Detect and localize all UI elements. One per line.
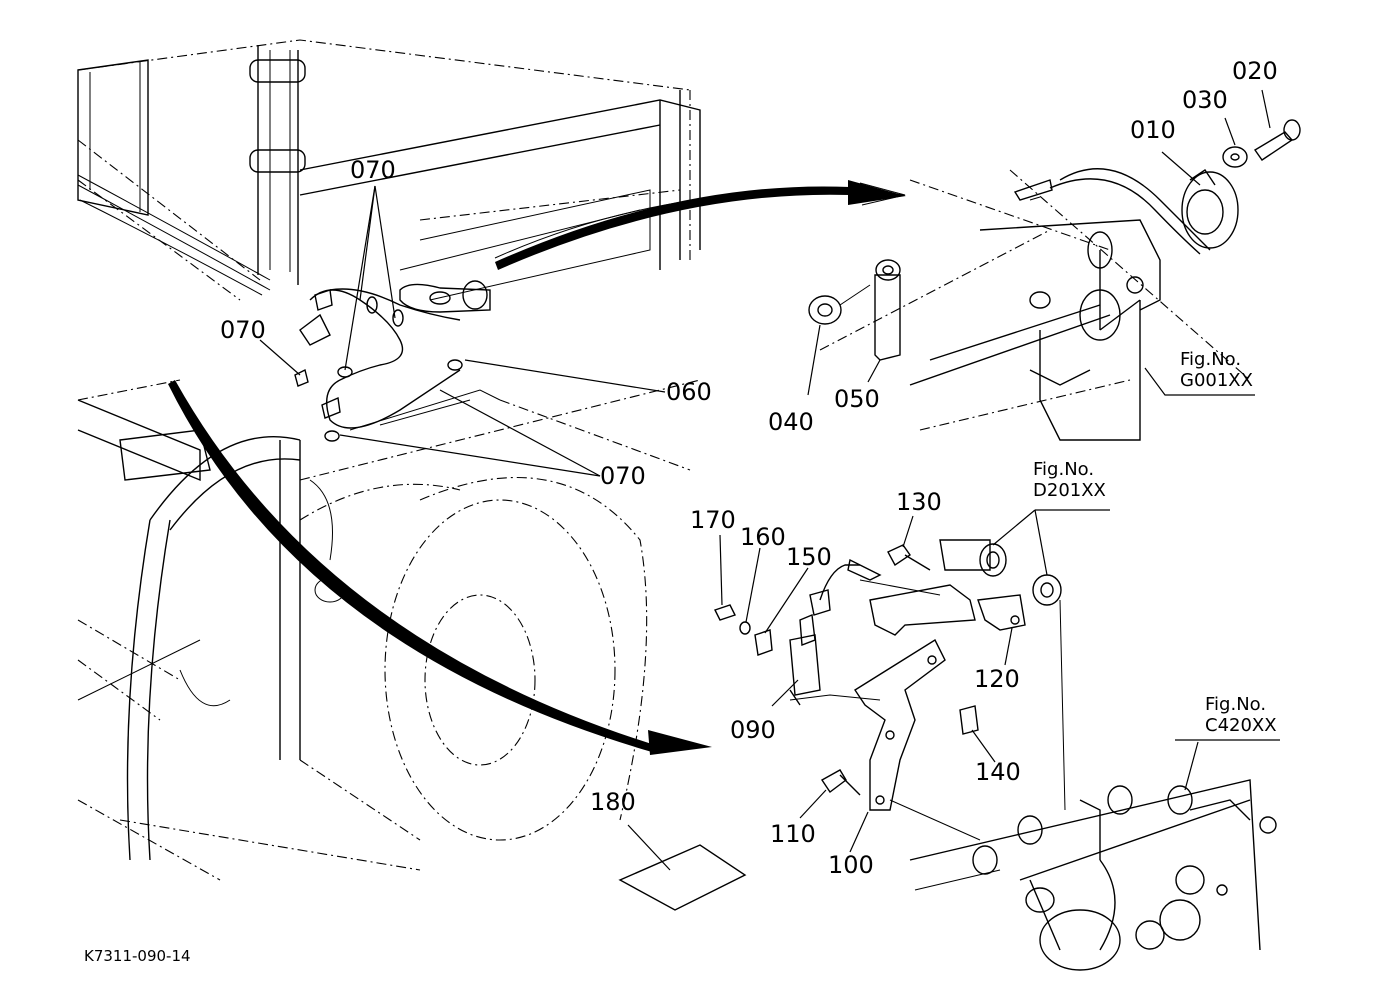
part-label-020: 020 — [1232, 57, 1278, 85]
part-label-030: 030 — [1182, 86, 1228, 114]
figure-caption: Fig.No. — [1033, 459, 1095, 480]
part-label-110: 110 — [770, 820, 816, 848]
figure-number: D201XX — [1033, 479, 1106, 501]
part-label-150: 150 — [786, 543, 832, 571]
part-label-160: 160 — [740, 523, 786, 551]
part-label-050: 050 — [834, 385, 880, 413]
leader-lines — [259, 89, 1280, 871]
figure-number: C420XX — [1205, 714, 1277, 736]
part-label-100: 100 — [828, 851, 874, 879]
part-label-170: 170 — [690, 506, 736, 534]
figure-reference-d201: Fig.No. D201XX — [1033, 459, 1106, 501]
part-label-070: 070 — [600, 462, 646, 490]
part-label-090: 090 — [730, 716, 776, 744]
drawing-code: K7311-090-14 — [84, 947, 191, 965]
part-label-180: 180 — [590, 788, 636, 816]
part-label-010: 010 — [1130, 116, 1176, 144]
figure-reference-c420: Fig.No. C420XX — [1205, 694, 1277, 736]
figure-reference-g001: Fig.No. G001XX — [1180, 349, 1253, 391]
figure-caption: Fig.No. — [1180, 349, 1242, 370]
lower-right-assembly — [618, 539, 1277, 971]
part-label-070: 070 — [350, 156, 396, 184]
part-label-130: 130 — [896, 488, 942, 516]
upper-right-assembly — [808, 119, 1301, 441]
figure-number: G001XX — [1180, 369, 1253, 391]
part-label-140: 140 — [975, 758, 1021, 786]
part-label-040: 040 — [768, 408, 814, 436]
part-label-060: 060 — [666, 378, 712, 406]
part-label-120: 120 — [974, 665, 1020, 693]
pointer-arrows — [168, 180, 906, 755]
figure-caption: Fig.No. — [1205, 694, 1267, 715]
part-label-070: 070 — [220, 316, 266, 344]
vehicle-frame — [77, 39, 701, 881]
